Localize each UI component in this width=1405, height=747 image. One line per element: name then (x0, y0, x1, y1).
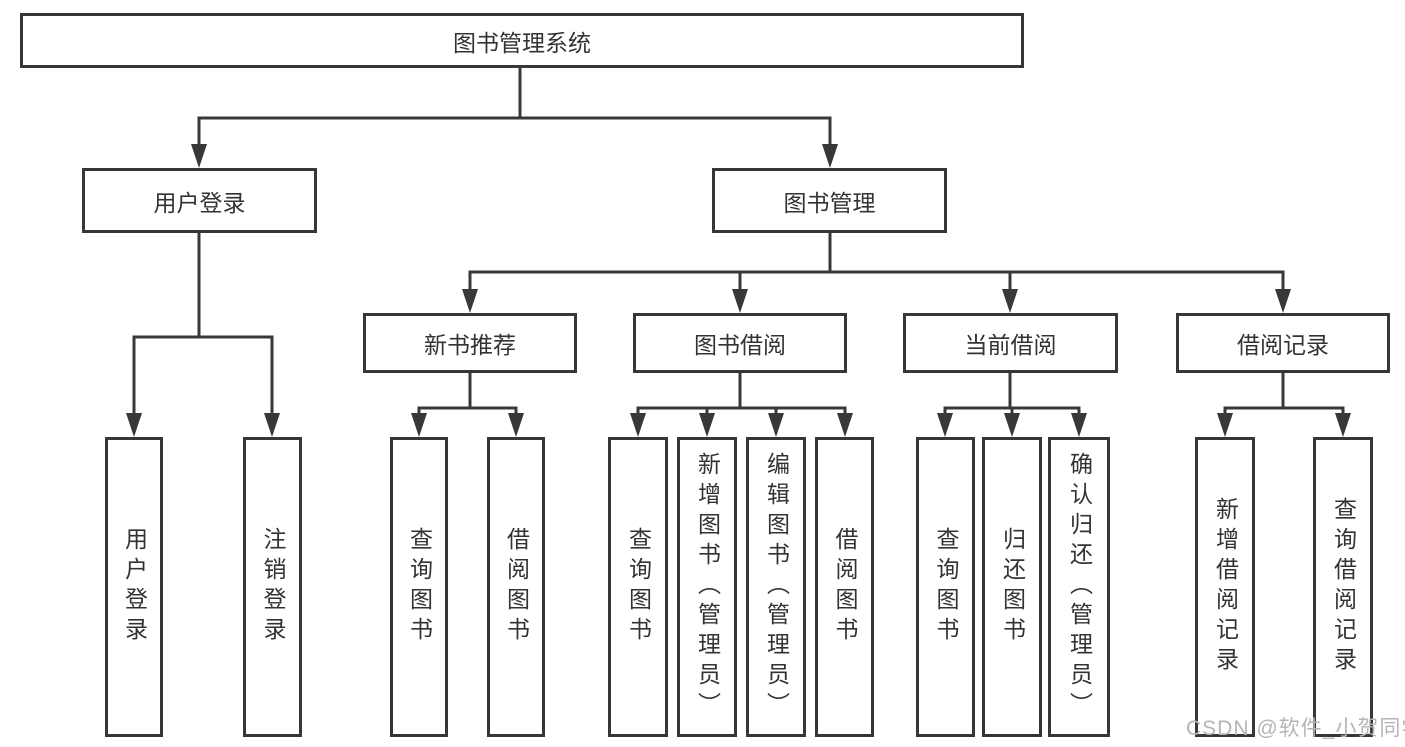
node-user-login-leaf: 用户登录 (105, 437, 163, 737)
node-query-books-current: 查询图书 (916, 437, 975, 737)
node-borrow-books-leaf: 借阅图书 (815, 437, 874, 737)
node-book-management: 图书管理 (712, 168, 947, 233)
node-label: 图书管理 (783, 189, 876, 216)
node-label: 新书推荐 (424, 332, 516, 358)
node-query-books-recommend: 查询图书 (390, 437, 448, 737)
node-borrow-books-recommend: 借阅图书 (487, 437, 545, 737)
csdn-watermark: CSDN @软件_小贺同学 (1186, 717, 1405, 740)
node-edit-book-admin: 编辑图书（管理员） (746, 437, 806, 737)
node-label: 确认归还（管理员） (1066, 452, 1093, 722)
node-add-book-admin: 新增图书（管理员） (677, 437, 737, 737)
node-label: 当前借阅 (964, 332, 1057, 358)
node-label: 借阅图书 (503, 527, 530, 647)
node-label: 查询借阅记录 (1330, 497, 1357, 677)
node-query-books-borrow: 查询图书 (608, 437, 668, 737)
node-label: 借阅图书 (832, 527, 858, 647)
node-label: 归还图书 (999, 527, 1026, 647)
node-add-borrow-record: 新增借阅记录 (1195, 437, 1255, 737)
node-label: 新增图书（管理员） (694, 452, 721, 722)
node-query-borrow-record: 查询借阅记录 (1313, 437, 1373, 737)
node-label: 注销登录 (260, 527, 286, 647)
node-label: 用户登录 (121, 527, 148, 647)
node-confirm-return-admin: 确认归还（管理员） (1048, 437, 1110, 737)
node-new-book-recommend: 新书推荐 (363, 313, 577, 373)
node-logout: 注销登录 (243, 437, 302, 737)
node-label: 查询图书 (625, 527, 652, 647)
node-label: 新增借阅记录 (1212, 497, 1239, 677)
node-current-borrow: 当前借阅 (903, 313, 1118, 373)
node-borrow-records: 借阅记录 (1176, 313, 1390, 373)
node-label: 查询图书 (933, 527, 959, 647)
node-label: 图书管理系统 (453, 29, 591, 56)
node-label: 借阅记录 (1237, 332, 1329, 358)
node-label: 图书借阅 (694, 332, 786, 358)
node-root: 图书管理系统 (20, 13, 1024, 68)
node-user-login: 用户登录 (82, 168, 317, 233)
node-label: 编辑图书（管理员） (763, 452, 790, 722)
node-book-borrow: 图书借阅 (633, 313, 847, 373)
node-label: 用户登录 (153, 189, 246, 216)
node-return-book: 归还图书 (982, 437, 1042, 737)
node-label: 查询图书 (406, 527, 433, 647)
